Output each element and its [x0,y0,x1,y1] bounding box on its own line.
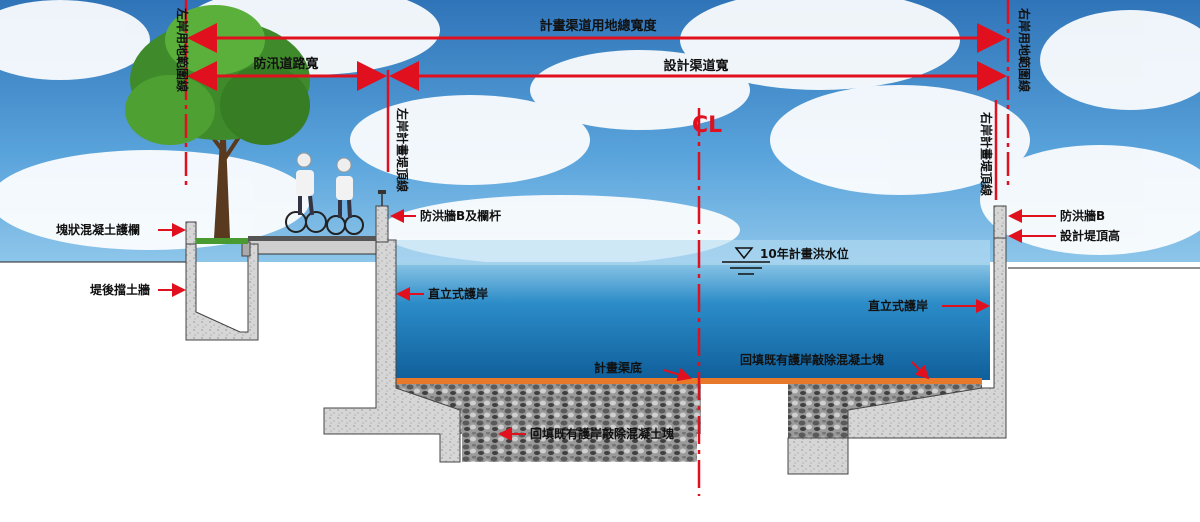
path-width-label: 防汛道路寬 [253,56,318,72]
cyclists [285,152,364,235]
right-boundary-label: 右岸用地範圍線 [1017,7,1032,92]
backfill-right-label: 回填既有護岸敲除混凝土塊 [740,352,884,367]
right-revetment-label: 直立式護岸 [868,298,928,313]
backfill-bottom-label: 回填既有護岸敲除混凝土塊 [530,426,674,441]
design-levee-height-label: 設計堤頂高 [1060,228,1120,243]
flood-road [247,239,377,255]
left-revetment-label: 直立式護岸 [428,286,488,301]
flood-level-label: 10年計畫洪水位 [760,246,849,261]
block-rail-label: 塊狀混凝土護欄 [56,222,140,237]
channel-bed-label: 計畫渠底 [594,360,642,375]
right-revetment [787,235,1007,475]
retaining-wall-label: 堤後擋土牆 [90,282,150,297]
channel-water [390,262,990,380]
channel-width-label: 設計渠道寬 [663,58,728,74]
flood-wall-railing-label: 防洪牆B及欄杆 [420,208,501,223]
right-flood-wall [993,205,1007,239]
right-levee-label: 右岸計畫堤頂線 [979,111,994,196]
retaining-wall [185,241,259,341]
left-boundary-label: 左岸用地範圍線 [175,7,190,92]
left-flood-wall [375,205,389,243]
centerline-label: CL [692,113,722,138]
right-flood-wall-label: 防洪牆B [1060,208,1105,223]
total-width-label: 計畫渠道用地總寬度 [539,18,657,34]
left-revetment [323,239,461,463]
channel-bed [396,378,982,384]
left-levee-label: 左岸計畫堤頂線 [395,107,410,192]
flood-level-symbol [722,247,770,275]
